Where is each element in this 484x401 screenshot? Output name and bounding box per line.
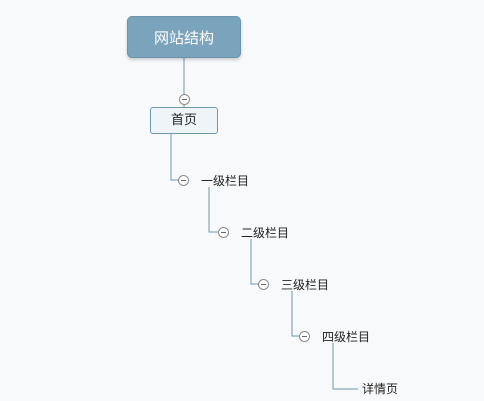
level1-label[interactable]: 一级栏目 <box>201 174 250 188</box>
root-node[interactable]: 网站结构 <box>127 16 241 58</box>
home-node-label: 首页 <box>170 113 197 128</box>
root-node-label: 网站结构 <box>153 29 214 47</box>
detail-page-label[interactable]: 详情页 <box>362 382 399 396</box>
collapse-level2-icon[interactable] <box>218 227 229 238</box>
level2-label[interactable]: 二级栏目 <box>241 226 290 240</box>
connector-level1-level2 <box>208 187 218 233</box>
connector-home-level1 <box>170 134 178 181</box>
level3-label[interactable]: 三级栏目 <box>281 278 330 292</box>
level4-label[interactable]: 四级栏目 <box>322 330 371 344</box>
collapse-level4-icon[interactable] <box>299 331 310 342</box>
connector-level2-level3 <box>250 239 258 285</box>
collapse-level1-icon[interactable] <box>178 175 189 186</box>
connector-level4-detail <box>332 343 358 390</box>
connector-level3-level4 <box>291 291 299 337</box>
home-node[interactable]: 首页 <box>150 107 218 134</box>
collapse-level3-icon[interactable] <box>258 279 269 290</box>
collapse-root-icon[interactable] <box>179 94 190 105</box>
